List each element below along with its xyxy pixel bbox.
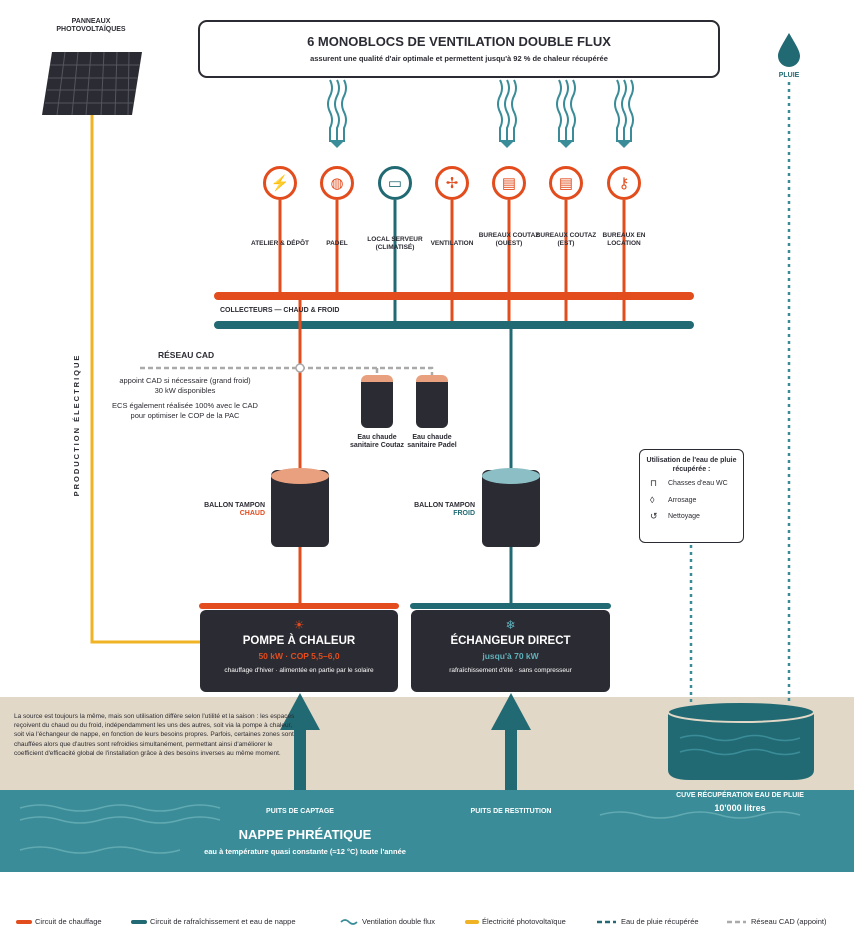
well-capture-label: PUITS DE CAPTAGE [266, 808, 334, 815]
document-icon: ▤ [558, 175, 574, 192]
room-icon-circle: ▤ [492, 166, 526, 200]
rainuse-item-label: Nettoyage [668, 513, 700, 520]
room-icon-circle: ▭ [378, 166, 412, 200]
heat-pump-title: POMPE À CHALEUR [242, 635, 356, 647]
collectors-label: COLLECTEURS — CHAUD & FROID [220, 307, 340, 314]
room-icon-circle: ⚡ [263, 166, 297, 200]
legend-ventilation: Ventilation double flux [362, 917, 435, 926]
buffer-cold-label: BALLON TAMPON FROID [385, 502, 475, 518]
buffer-tank-hot [271, 468, 329, 547]
room-label: VENTILATION [430, 240, 474, 247]
raindrop-icon [778, 33, 800, 67]
room-label: BUREAUX COUTAZ (EST) [535, 232, 597, 247]
water-waves [19, 804, 801, 854]
monitor-icon: ▭ [387, 175, 403, 192]
room-label: BUREAUX COUTAZ (OUEST) [478, 232, 540, 247]
toilet-icon: ⊓ [650, 478, 658, 488]
ecs-tank-coutaz [361, 375, 393, 428]
ventilation-waves [327, 79, 634, 142]
cad-title: RÉSEAU CAD [158, 350, 215, 360]
room-icon-circle: ⚷ [607, 166, 641, 200]
well-restitution-label: PUITS DE RESTITUTION [470, 808, 552, 815]
well-arrows [280, 693, 531, 790]
buffer-cold-title: BALLON TAMPON [414, 502, 475, 509]
rainuse-box: Utilisation de l'eau de pluie récupérée … [639, 449, 744, 543]
room-label: BUREAUX EN LOCATION [602, 232, 646, 247]
legend-heating: Circuit de chauffage [35, 917, 102, 926]
padel-racket-icon: ◍ [330, 175, 344, 192]
solar-panel-shape [42, 51, 142, 116]
nappe-title: NAPPE PHRÉATIQUE [238, 827, 372, 842]
rainuse-title: Utilisation de l'eau de pluie récupérée … [646, 457, 737, 473]
snowflake-icon: ❄ [505, 618, 516, 632]
explanation-note: La source est toujours la même, mais son… [14, 713, 295, 757]
buffer-tank-cold [482, 468, 540, 547]
ventilation-title: 6 MONOBLOCS DE VENTILATION DOUBLE FLUX [307, 34, 611, 49]
ventilation-subtitle: assurent une qualité d'air optimale et p… [310, 54, 608, 63]
nappe-subtitle: eau à température quasi constante (≈12 °… [204, 847, 406, 856]
rain-tank-shape [667, 701, 815, 780]
cad-line1: appoint CAD si nécessaire (grand froid) [119, 376, 251, 385]
cad-line [140, 366, 434, 378]
solar-panel-label: PANNEAUX PHOTOVOLTAÏQUES [56, 18, 126, 33]
buffer-hot-title: BALLON TAMPON [204, 502, 265, 509]
cad-line3: ECS également réalisée 100% avec le CAD [112, 401, 258, 410]
exchanger-title: ÉCHANGEUR DIRECT [450, 635, 571, 647]
exchanger-box: ❄ ÉCHANGEUR DIRECT jusqu'à 70 kW rafraîc… [411, 610, 610, 692]
rainuse-item-label: Chasses d'eau WC [668, 480, 728, 487]
rainuse-item-label: Arrosage [668, 496, 697, 504]
exchanger-value: jusqu'à 70 kW [482, 651, 539, 661]
buffer-cold-sub: FROID [453, 510, 475, 517]
fan-icon: ✢ [445, 175, 459, 192]
heat-pump-value: 50 kW · COP 5,5–6,0 [258, 651, 340, 661]
ecs-tank-padel [416, 375, 448, 428]
room-icon-circle: ✢ [435, 166, 469, 200]
cleaning-icon: ↺ [650, 511, 658, 521]
rainuse-item: ⊓ Chasses d'eau WC [650, 478, 743, 489]
heat-pump-box: ☀ POMPE À CHALEUR 50 kW · COP 5,5–6,0 ch… [200, 610, 398, 692]
groundwater-layer [0, 790, 854, 872]
exchanger-desc: rafraîchissement d'été · sans compresseu… [449, 667, 572, 674]
key-icon: ⚷ [618, 175, 630, 192]
cad-line4: pour optimiser le COP de la PAC [130, 411, 240, 420]
legend-rain: Eau de pluie récupérée [621, 917, 699, 926]
ecs-label-coutaz: Eau chaude sanitaire Coutaz [349, 434, 405, 449]
rainuse-item: ↺ Nettoyage [650, 511, 743, 522]
solar-power-line [90, 115, 200, 644]
legend-solar: Électricité photovoltaïque [482, 917, 566, 926]
rain-tank-title: CUVE RÉCUPÉRATION EAU DE PLUIE [676, 792, 804, 799]
room-label: LOCAL SERVEUR (CLIMATISÉ) [367, 236, 423, 251]
ecs-label-padel: Eau chaude sanitaire Padel [407, 434, 457, 449]
room-label: ATELIER & DÉPÔT [250, 240, 310, 247]
room-icon-circle: ◍ [320, 166, 354, 200]
droplet-icon: ◊ [650, 495, 655, 505]
rain-tank-capacity: 10'000 litres [714, 803, 766, 813]
legend-swatches [16, 919, 746, 925]
sun-icon: ☀ [293, 618, 305, 632]
legend-cad: Réseau CAD (appoint) [751, 917, 827, 926]
room-icon-circle: ▤ [549, 166, 583, 200]
cad-line2: 30 kW disponibles [154, 386, 216, 395]
ventilation-box: 6 MONOBLOCS DE VENTILATION DOUBLE FLUX a… [198, 20, 720, 78]
legend-cooling: Circuit de rafraîchissement et eau de na… [150, 917, 296, 926]
buffer-hot-sub: CHAUD [239, 510, 265, 517]
production-label: PRODUCTION ÉLECTRIQUE [72, 353, 81, 497]
room-label: PADEL [326, 240, 348, 247]
rainuse-item: ◊ Arrosage [650, 495, 743, 505]
document-icon: ▤ [501, 175, 517, 192]
cad-info: appoint CAD si nécessaire (grand froid) … [92, 376, 278, 421]
heat-pump-desc: chauffage d'hiver · alimentée en partie … [224, 667, 374, 674]
buffer-hot-label: BALLON TAMPON CHAUD [175, 502, 265, 518]
plug-icon: ⚡ [270, 175, 290, 192]
rain-label: PLUIE [778, 72, 800, 79]
